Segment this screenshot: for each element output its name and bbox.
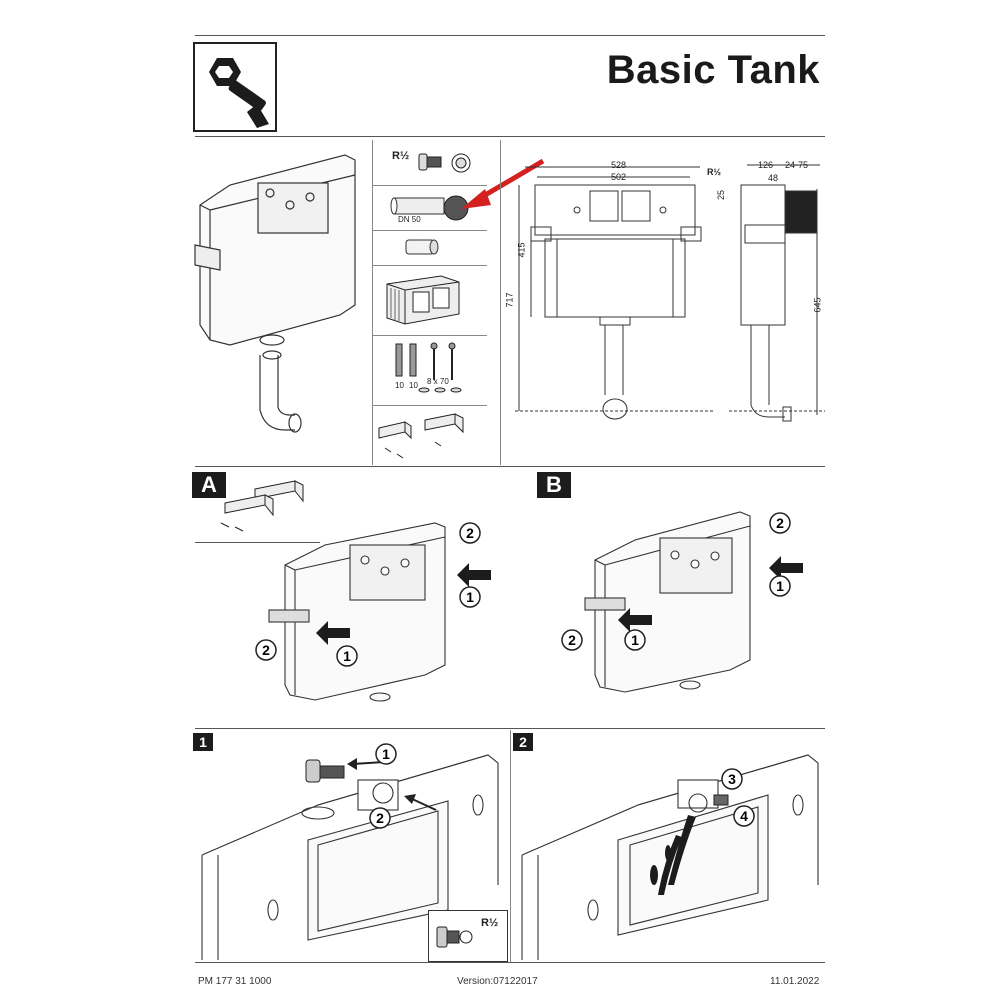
- svg-text:2: 2: [376, 810, 384, 826]
- rule-after-steps: [195, 962, 825, 963]
- inset-valve-icon: [436, 926, 473, 948]
- dim-height-upper: 415: [516, 242, 527, 258]
- steps-divider: [510, 730, 511, 962]
- callout-step1-1: 1: [375, 743, 397, 765]
- dim-width-total: 528: [611, 160, 627, 170]
- callout-b-1-right: 1: [769, 575, 791, 597]
- step-1-tag: 1: [193, 733, 213, 751]
- section-b-arrow-left: [618, 608, 652, 632]
- svg-text:1: 1: [466, 589, 474, 605]
- dim-offset-25: 25: [716, 189, 727, 201]
- screw-label-2: 10: [409, 381, 418, 390]
- inset-thread-label: R½: [481, 917, 499, 929]
- step-2-tag: 2: [513, 733, 533, 751]
- highlight-arrow-icon: [461, 158, 545, 209]
- screw-label-3: 8 x 70: [427, 377, 449, 386]
- pipe-size-label: DN 50: [398, 215, 421, 224]
- dimension-side-view: [729, 164, 825, 422]
- dim-depth-range: 24-75: [785, 160, 809, 170]
- step-1-valve-icon: [305, 759, 345, 783]
- footer-date: 11.01.2022: [770, 976, 820, 987]
- callout-a-2-left: 2: [255, 639, 277, 661]
- top-section-divider: [500, 140, 501, 465]
- dim-depth-48: 48: [768, 173, 779, 183]
- svg-text:2: 2: [466, 525, 474, 541]
- dimension-front-view: [515, 166, 715, 420]
- svg-text:1: 1: [776, 578, 784, 594]
- section-b-tank: [584, 511, 751, 693]
- parts-separator-2: [372, 230, 487, 231]
- footer-part-number: PM 177 31 1000: [198, 976, 272, 987]
- plug-part-icon: [405, 239, 439, 255]
- parts-list-divider: [372, 140, 373, 465]
- tool-icon-box: [193, 42, 277, 132]
- section-a-tag: A: [192, 472, 226, 498]
- parts-separator-3: [372, 265, 487, 266]
- callout-b-2-top: 2: [769, 512, 791, 534]
- page-title: Basic Tank: [606, 48, 820, 92]
- section-a-underline: [195, 542, 320, 543]
- svg-text:3: 3: [728, 771, 736, 787]
- parts-separator-4: [372, 335, 487, 336]
- callout-b-1-left: 1: [624, 629, 646, 651]
- dim-depth-126: 126: [758, 160, 774, 170]
- svg-text:1: 1: [382, 746, 390, 762]
- dim-height-total: 717: [504, 292, 515, 308]
- valve-part-icon: [418, 153, 471, 173]
- callout-a-1-right: 1: [459, 586, 481, 608]
- screw-label-1: 10: [395, 381, 404, 390]
- rule-after-top: [195, 466, 825, 467]
- step-1-arrow-2: [404, 794, 437, 811]
- section-a-arrow-right: [457, 563, 491, 587]
- section-b-arrow-right: [769, 556, 803, 580]
- callout-a-1-left: 1: [336, 645, 358, 667]
- callout-b-2-left: 2: [561, 629, 583, 651]
- svg-text:2: 2: [568, 632, 576, 648]
- step-1-inset: R½: [428, 910, 508, 962]
- dim-side-height: 645: [812, 297, 823, 313]
- callout-a-2-top: 2: [459, 522, 481, 544]
- svg-text:4: 4: [740, 808, 748, 824]
- svg-text:2: 2: [262, 642, 270, 658]
- section-b-tag: B: [537, 472, 571, 498]
- footer-version: Version:07122017: [457, 976, 538, 987]
- pipe-part-icon: [390, 195, 469, 221]
- valve-thread-label: R½: [392, 150, 410, 162]
- callout-step1-2: 2: [369, 807, 391, 829]
- svg-text:1: 1: [343, 648, 351, 664]
- section-a-brackets: [220, 480, 304, 532]
- callout-step2-3: 3: [721, 768, 743, 790]
- insulation-part-icon: [386, 275, 460, 325]
- callout-step2-4: 4: [733, 805, 755, 827]
- step-1-tank-detail: [201, 754, 499, 960]
- wrench-nut-icon: [209, 58, 269, 128]
- dim-width-inner: 502: [611, 172, 627, 182]
- screws-part-icon: [395, 342, 462, 393]
- parts-separator-1: [372, 185, 487, 186]
- rule-after-ab: [195, 728, 825, 729]
- header-rule-top: [195, 35, 825, 36]
- dim-side-thread: R½: [707, 167, 722, 177]
- svg-text:1: 1: [631, 632, 639, 648]
- header-rule-bottom: [195, 136, 825, 137]
- brackets-part-icon: [378, 413, 464, 459]
- parts-separator-5: [372, 405, 487, 406]
- tank-overview-drawing: [194, 154, 356, 433]
- section-a-tank: [268, 522, 446, 702]
- svg-text:2: 2: [776, 515, 784, 531]
- step-1-arrow: [347, 758, 384, 770]
- step-2-tank-detail: [521, 754, 819, 960]
- section-a-arrow-left: [316, 621, 350, 645]
